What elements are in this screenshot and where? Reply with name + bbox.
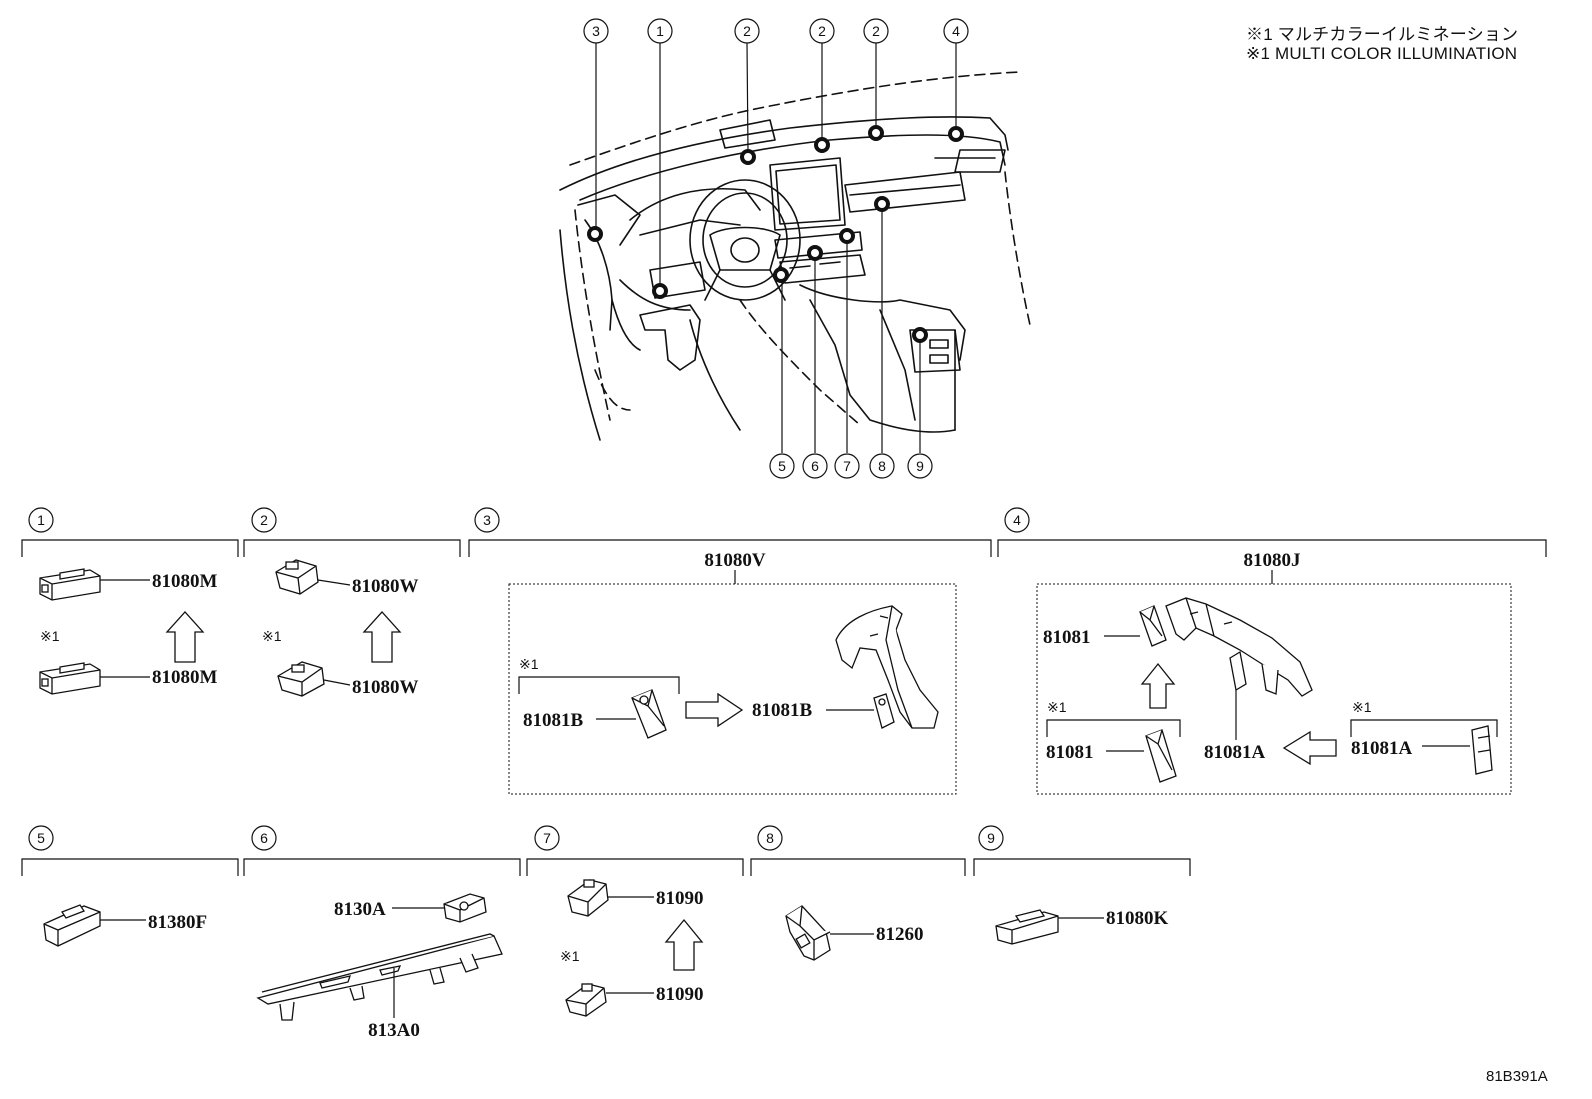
callout-top-1: 1 — [647, 18, 673, 44]
group-5: 5 81380F — [21, 825, 239, 947]
svg-text:3: 3 — [592, 23, 600, 39]
callout-top-2c: 2 — [863, 18, 889, 44]
arrow-up-2 — [362, 611, 402, 663]
part-813a0: 813A0 — [368, 1020, 420, 1041]
group-2-number: 2 — [260, 512, 268, 528]
svg-text:9: 9 — [916, 458, 924, 474]
connector-81080m-bottom — [39, 662, 101, 695]
assembly-81080j-box — [1036, 583, 1512, 795]
callout-top-2b: 2 — [809, 18, 835, 44]
part-81081-b: 81081 — [1046, 742, 1094, 763]
group-8-number: 8 — [766, 830, 774, 846]
arrow-up-4 — [1140, 662, 1176, 709]
connector-81080k — [995, 909, 1059, 945]
callout-leader-lines — [595, 42, 957, 453]
part-81080k: 81080K — [1106, 908, 1169, 929]
callout-bottom-7: 7 — [834, 453, 860, 479]
group-9: 9 81080K — [973, 825, 1191, 945]
callout-bottom-8: 8 — [869, 453, 895, 479]
note-english: ※1 MULTI COLOR ILLUMINATION — [1246, 44, 1518, 63]
svg-text:8: 8 — [878, 458, 886, 474]
mark-group-4-left: ※1 — [1047, 699, 1067, 715]
group-4: 4 81080J 81081 ※1 81081 — [997, 507, 1547, 795]
arrow-up-1 — [165, 611, 205, 663]
part-81080w-b: 81080W — [352, 677, 419, 698]
connector-8130a — [443, 893, 487, 923]
part-81380f: 81380F — [148, 912, 207, 933]
svg-text:7: 7 — [843, 458, 851, 474]
group-8: 8 81260 — [750, 825, 966, 961]
part-8130a: 8130A — [334, 899, 386, 920]
group-2: 2 81080W ※1 81080W — [243, 507, 461, 698]
bulb-81081-bottom — [1145, 729, 1177, 783]
part-81260: 81260 — [876, 924, 924, 945]
bracket-81080j — [1165, 597, 1313, 697]
svg-text:5: 5 — [778, 458, 786, 474]
group-3-number: 3 — [483, 512, 491, 528]
group-5-number: 5 — [37, 830, 45, 846]
callout-top-3: 3 — [583, 18, 609, 44]
mark-group-4-right: ※1 — [1352, 699, 1372, 715]
connector-81380f — [43, 904, 101, 947]
callout-bottom-6: 6 — [802, 453, 828, 479]
part-81081a-a: 81081A — [1204, 742, 1266, 763]
svg-text:1: 1 — [656, 23, 664, 39]
callout-bottom-5: 5 — [769, 453, 795, 479]
strip-813a0 — [256, 933, 503, 1021]
connector-81090-top — [567, 879, 609, 917]
group-6: 6 8130A 813A0 — [243, 825, 521, 1041]
svg-text:6: 6 — [811, 458, 819, 474]
part-81080m-b: 81080M — [152, 667, 218, 688]
part-81090-b: 81090 — [656, 984, 704, 1005]
part-81081a-b: 81081A — [1351, 738, 1413, 759]
part-81081b-b: 81081B — [752, 700, 813, 721]
group-4-number: 4 — [1013, 512, 1021, 528]
part-81080m-a: 81080M — [152, 571, 218, 592]
dashboard-illustration — [559, 71, 1031, 441]
connector-81090-bottom — [565, 983, 607, 1017]
part-81090-a: 81090 — [656, 888, 704, 909]
mark-group-7: ※1 — [560, 948, 580, 964]
group-6-number: 6 — [260, 830, 268, 846]
part-81080w-a: 81080W — [352, 576, 419, 597]
group-7: 7 81090 ※1 81090 — [526, 825, 744, 1017]
mark-group-2: ※1 — [262, 628, 282, 644]
connector-81080w-top — [275, 559, 319, 595]
mark-group-1: ※1 — [40, 628, 60, 644]
callout-top-4: 4 — [943, 18, 969, 44]
svg-text:2: 2 — [872, 23, 880, 39]
connector-81260 — [785, 905, 831, 961]
svg-text:2: 2 — [818, 23, 826, 39]
assembly-81080j: 81080J — [1244, 550, 1301, 571]
assembly-81080v: 81080V — [704, 550, 766, 571]
svg-text:2: 2 — [743, 23, 751, 39]
callout-top-2a: 2 — [734, 18, 760, 44]
bulb-81081-top — [1139, 605, 1167, 647]
bracket-81080v — [835, 605, 939, 729]
group-7-number: 7 — [543, 830, 551, 846]
connector-81080w-bottom — [277, 661, 325, 697]
group-3: 3 81080V ※1 81081B 81081B — [468, 507, 992, 795]
svg-text:4: 4 — [952, 23, 960, 39]
mark-group-3: ※1 — [519, 656, 539, 672]
callout-bottom-9: 9 — [907, 453, 933, 479]
arrow-right-3 — [685, 692, 744, 728]
note-japanese: ※1 マルチカラーイルミネーション — [1246, 25, 1519, 44]
group-9-number: 9 — [987, 830, 995, 846]
part-81081b-a: 81081B — [523, 710, 584, 731]
arrow-up-7 — [664, 918, 704, 971]
group-1-number: 1 — [37, 512, 45, 528]
part-81081-a: 81081 — [1043, 627, 1091, 648]
bulb-81081b-left — [631, 689, 667, 739]
assembly-81080v-box — [508, 583, 957, 795]
arrow-left-4 — [1282, 730, 1337, 766]
bulb-81081a-right — [1471, 725, 1493, 775]
diagram-reference-code: 81B391A — [1486, 1068, 1548, 1085]
group-1: 1 81080M ※1 81080M — [21, 507, 239, 695]
connector-81080m-top — [39, 568, 101, 601]
